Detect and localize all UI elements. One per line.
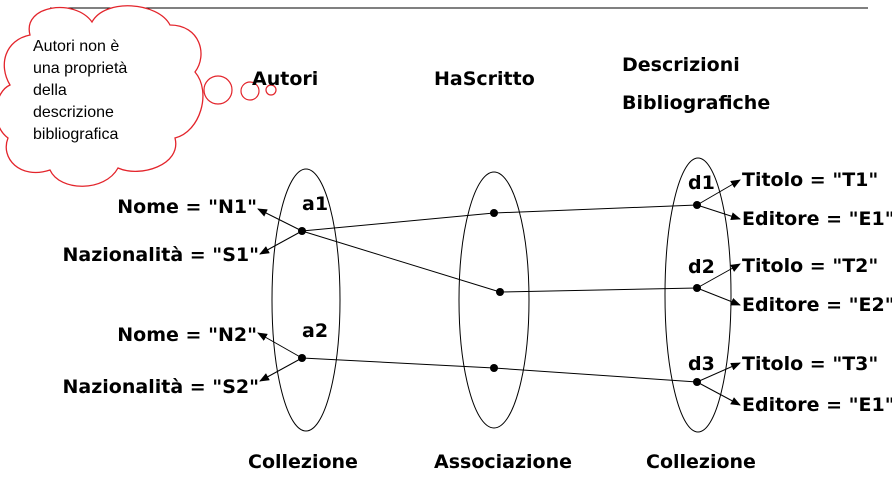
prop-nome-n1: Nome = "N1" xyxy=(117,196,257,218)
thought-cloud-note: Autori non è una proprietà della descriz… xyxy=(0,5,277,187)
link-assoc1-to-d1 xyxy=(493,204,698,214)
prop-titolo-t2: Titolo = "T2" xyxy=(742,255,878,277)
dot-assoc-3 xyxy=(490,364,498,372)
dot-assoc-2 xyxy=(496,288,504,296)
node-label-a1: a1 xyxy=(302,193,328,215)
note-line-3: della xyxy=(33,82,67,99)
node-label-d2: d2 xyxy=(688,256,715,278)
link-assoc3-to-d3 xyxy=(493,367,698,383)
cloud-bubble-large xyxy=(203,75,233,105)
cloud-bubble-small xyxy=(265,84,277,96)
note-line-2: una proprietà xyxy=(33,60,127,77)
prop-nazionalita-s2: Nazionalità = "S2" xyxy=(63,376,259,398)
link-a1-to-assoc2 xyxy=(301,230,501,293)
header-bibliografiche: Bibliografiche xyxy=(622,92,770,114)
arrow-d3-titolo xyxy=(696,362,741,383)
cloud-shape xyxy=(0,5,204,187)
dot-a1 xyxy=(298,227,306,235)
header-hascritto: HaScritto xyxy=(434,68,535,90)
footer-collezione-right: Collezione xyxy=(646,451,756,473)
prop-nome-n2: Nome = "N2" xyxy=(117,324,257,346)
node-label-d3: d3 xyxy=(688,353,715,375)
header-autori: Autori xyxy=(252,68,318,90)
ellipse-hascritto-association xyxy=(458,171,530,429)
dot-d3 xyxy=(693,378,701,386)
arrow-a1-nome xyxy=(257,208,303,232)
header-descrizioni: Descrizioni xyxy=(622,54,740,76)
note-line-5: bibliografica xyxy=(33,126,118,143)
link-a1-to-assoc1 xyxy=(301,212,495,232)
arrow-d1-titolo xyxy=(696,179,741,206)
dot-assoc-1 xyxy=(490,209,498,217)
dot-a2 xyxy=(298,354,306,362)
link-a2-to-assoc3 xyxy=(301,357,495,369)
ellipse-descrizioni-collection xyxy=(664,157,732,433)
prop-nazionalita-s1: Nazionalità = "S1" xyxy=(63,244,259,266)
dot-d1 xyxy=(693,201,701,209)
prop-editore-e2: Editore = "E2" xyxy=(742,294,892,316)
prop-editore-e1-d1: Editore = "E1" xyxy=(742,208,892,230)
link-assoc2-to-d2 xyxy=(499,287,698,293)
note-line-4: descrizione xyxy=(33,104,114,121)
arrow-d2-editore xyxy=(696,287,741,306)
prop-titolo-t1: Titolo = "T1" xyxy=(742,169,878,191)
cloud-bubble-medium xyxy=(240,81,260,101)
node-label-a2: a2 xyxy=(302,320,328,342)
arrow-d1-editore xyxy=(696,204,741,221)
arrow-a2-nazionalita xyxy=(259,357,303,382)
prop-editore-e1-d3: Editore = "E1" xyxy=(742,394,892,416)
dot-d2 xyxy=(693,284,701,292)
prop-titolo-t3: Titolo = "T3" xyxy=(742,353,878,375)
note-line-1: Autori non è xyxy=(33,38,119,55)
ellipse-autori-collection xyxy=(271,168,341,432)
arrow-a1-nazionalita xyxy=(259,230,303,255)
node-label-d1: d1 xyxy=(688,172,715,194)
footer-collezione-left: Collezione xyxy=(248,451,358,473)
footer-associazione: Associazione xyxy=(434,451,572,473)
arrow-a2-nome xyxy=(257,332,303,359)
arrow-d2-titolo xyxy=(696,263,741,289)
arrow-d3-editore xyxy=(696,381,741,406)
